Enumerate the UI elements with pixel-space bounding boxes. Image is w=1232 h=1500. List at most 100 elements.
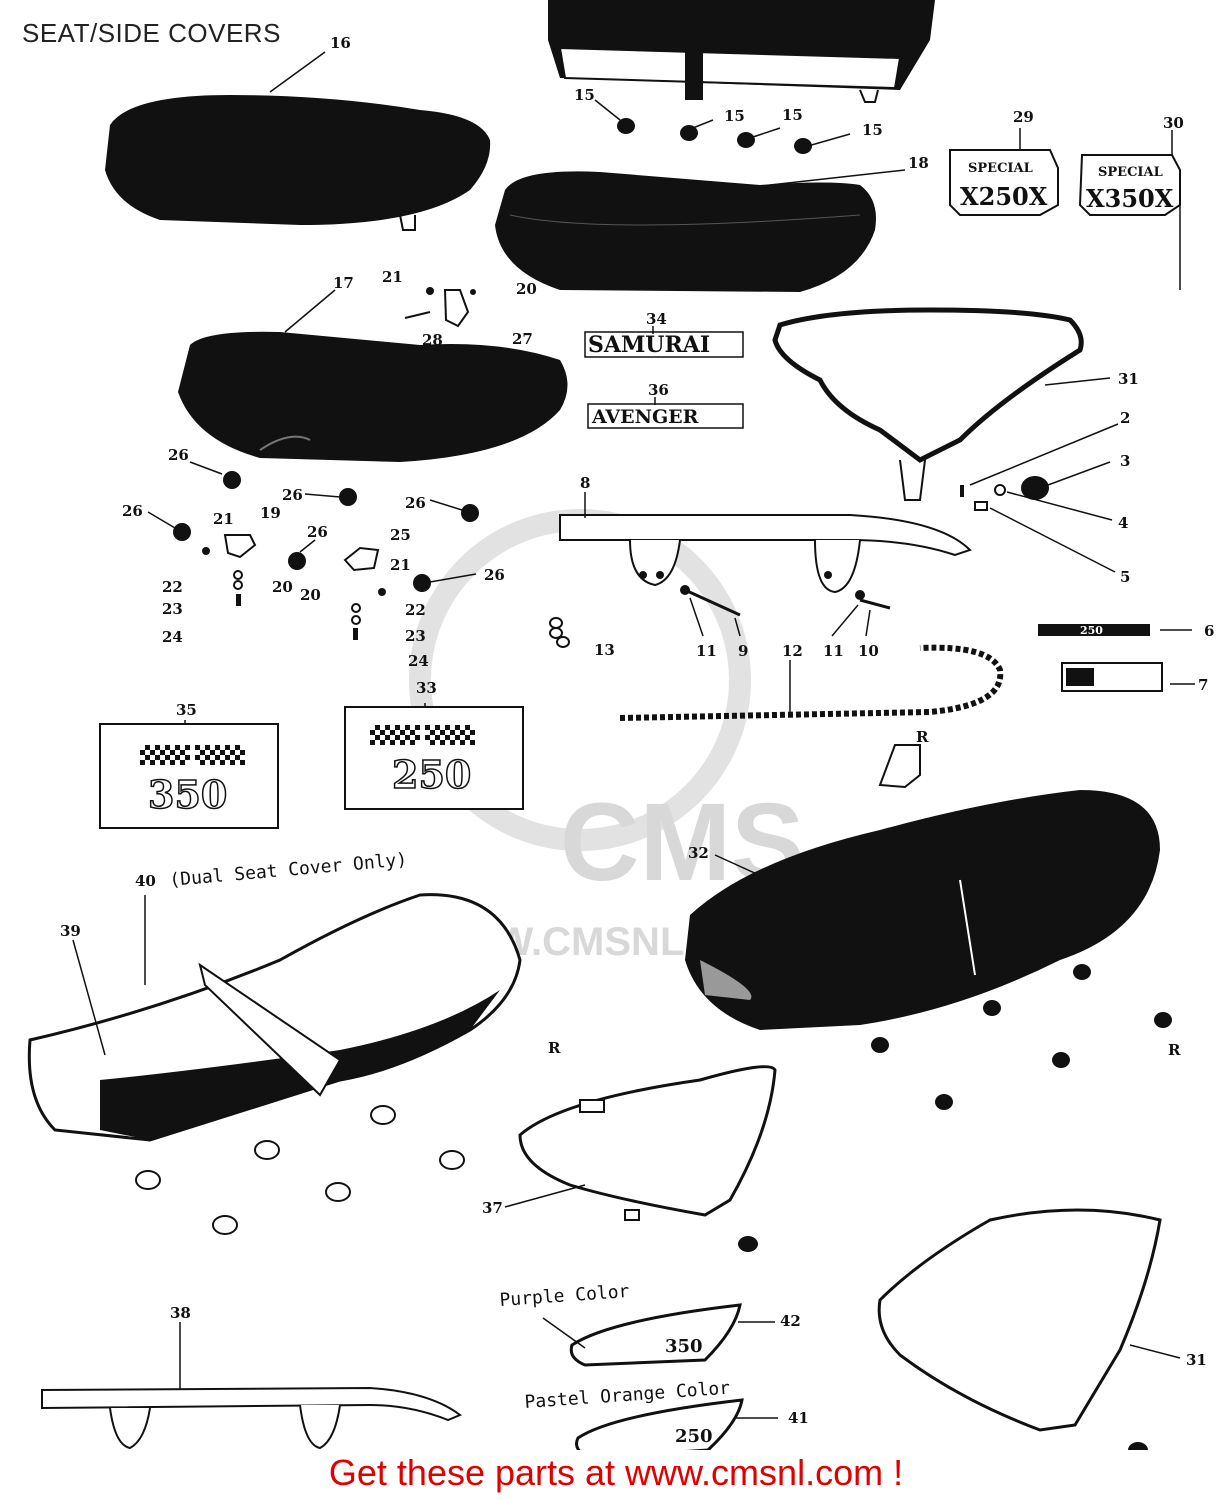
label-21-mid: 21 [390,556,411,574]
label-34: 34 [646,310,667,328]
footer-link[interactable]: Get these parts at www.cmsnl.com ! [328,1452,904,1493]
side-decal-41-number: 250 [675,1426,713,1447]
label-13: 13 [594,641,615,659]
chain-12[interactable] [619,644,1004,721]
bolt-set[interactable] [680,585,891,617]
emblem-29-special: SPECIAL [968,161,1033,176]
label-22-right: 22 [405,601,426,619]
label-7: 7 [1198,676,1208,694]
emblem-samurai[interactable]: SAMURAI [584,331,744,358]
label-36: 36 [648,381,669,399]
grab-bar-38[interactable] [41,1386,462,1450]
side-cover-37[interactable] [518,1065,777,1252]
label-20-mid: 20 [300,586,321,604]
note-dual-seat: (Dual Seat Cover Only) [169,849,408,891]
label-26-d: 26 [122,502,143,520]
label-37: 37 [482,1199,503,1217]
label-42: 42 [780,1312,801,1330]
label-38: 38 [170,1304,191,1322]
emblem-samurai-text: SAMURAI [588,332,710,358]
bracket-25-set[interactable] [343,546,386,640]
note-purple: Purple Color [499,1281,630,1311]
grab-bar-8[interactable] [559,514,972,594]
label-6: 6 [1204,622,1214,640]
emblem-30[interactable]: SPECIAL X350X [1078,154,1181,216]
decal-35-number: 350 [148,772,227,817]
label-26-a: 26 [168,446,189,464]
label-19: 19 [260,504,281,522]
rubber-mounts[interactable] [135,964,1172,1235]
label-16: 16 [330,34,351,52]
label-29: 29 [1013,108,1034,126]
grommet-26-group[interactable] [173,471,479,592]
label-8: 8 [580,474,590,492]
dual-seat-cover-39[interactable] [27,893,522,1142]
seat-18[interactable] [495,171,876,292]
parts-13[interactable] [549,617,570,648]
label-23-left: 23 [162,600,183,618]
label-28: 28 [422,331,443,349]
label-24-right: 24 [408,652,429,670]
label-21-top: 21 [382,268,403,286]
parts-diagram: CMS WWW.CMSNL.COM SPECIAL [27,0,1214,1450]
side-cover-31-top[interactable] [772,307,1084,501]
emblem-29[interactable]: SPECIAL X250X [949,149,1059,216]
emblem-30-special: SPECIAL [1098,165,1163,180]
label-11-b: 11 [823,642,844,660]
side-decal-41[interactable]: 250 [575,1398,744,1450]
part-labels: 16 15 15 15 15 18 29 30 17 21 20 27 28 3… [60,34,1214,1427]
label-31-bottom: 31 [1186,1351,1207,1369]
label-40: 40 [135,872,156,890]
page-title: SEAT/SIDE COVERS [22,18,281,48]
dual-seat-32[interactable] [685,744,1160,1030]
label-26-b: 26 [282,486,303,504]
label-15-d: 15 [862,121,883,139]
label-39: 39 [60,922,81,940]
emblem-6-text: 250 [1080,624,1103,637]
label-17: 17 [333,274,354,292]
leader-lines [72,51,1195,1419]
emblem-avenger-text: AVENGER [591,406,699,428]
label-33: 33 [416,679,437,697]
label-r-b: R [548,1039,561,1057]
label-20-left: 20 [272,578,293,596]
label-9: 9 [738,642,748,660]
label-21-left: 21 [213,510,234,528]
label-r-a: R [916,728,929,746]
label-15-c: 15 [782,106,803,124]
label-31-top: 31 [1118,370,1139,388]
label-15-b: 15 [724,107,745,125]
label-30: 30 [1163,114,1184,132]
hinge-set[interactable] [404,287,476,328]
decal-35[interactable]: 350 [99,723,279,829]
label-25: 25 [390,526,411,544]
seat-top[interactable] [548,0,935,103]
label-20-top: 20 [516,280,537,298]
label-35: 35 [176,701,197,719]
emblem-30-model: X350X [1086,184,1174,213]
bracket-19-set[interactable] [202,534,257,606]
grommet-15-group[interactable] [617,118,812,154]
emblem-7[interactable] [1061,662,1163,692]
label-41: 41 [788,1409,809,1427]
label-2: 2 [1120,409,1130,427]
label-15-a: 15 [574,86,595,104]
label-22-left: 22 [162,578,183,596]
label-26-f: 26 [484,566,505,584]
knob-set[interactable] [960,476,1049,511]
label-26-e: 26 [307,523,328,541]
label-12: 12 [782,642,803,660]
side-cover-31-bottom[interactable] [877,1208,1162,1450]
label-r-c: R [1168,1041,1181,1059]
emblem-avenger[interactable]: AVENGER [587,403,744,429]
side-decal-42[interactable]: 350 [569,1303,742,1367]
emblem-29-model: X250X [960,182,1048,211]
label-27: 27 [512,330,533,348]
seat-17[interactable] [178,331,568,462]
decal-33-number: 250 [392,752,471,797]
decal-33[interactable]: 250 [344,706,524,810]
label-10: 10 [858,642,879,660]
seat-16[interactable] [105,95,491,231]
label-26-c: 26 [405,494,426,512]
emblem-6[interactable]: 250 [1038,624,1150,637]
